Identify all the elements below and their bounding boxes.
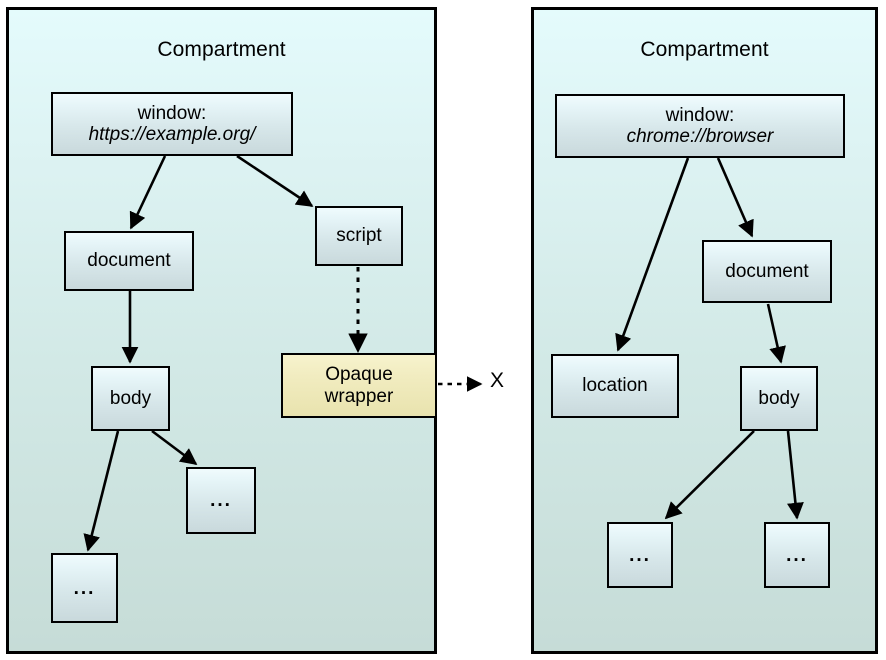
- node-ellipsis-right-1[interactable]: ...: [607, 522, 673, 588]
- compartment-right-title: Compartment: [640, 38, 769, 61]
- node-window-right-line2: chrome://browser: [626, 126, 774, 147]
- node-opaque-wrapper-line2: wrapper: [324, 385, 394, 407]
- node-location-right-label: location: [582, 375, 648, 397]
- cross-compartment-x-marker: X: [490, 369, 505, 392]
- node-document-right-label: document: [725, 260, 809, 282]
- node-ellipsis-left-2-label: ...: [73, 577, 96, 599]
- node-ellipsis-right-1-label: ...: [629, 544, 651, 566]
- node-window-right-line1: window:: [665, 104, 735, 126]
- node-opaque-wrapper[interactable]: Opaque wrapper: [281, 353, 437, 418]
- node-ellipsis-right-2-label: ...: [786, 544, 808, 566]
- node-ellipsis-right-2[interactable]: ...: [764, 522, 830, 588]
- node-script-left-label: script: [336, 225, 382, 247]
- compartment-left-title: Compartment: [157, 38, 286, 61]
- node-body-right[interactable]: body: [740, 366, 818, 431]
- node-document-right[interactable]: document: [702, 240, 832, 303]
- node-window-left-line2: https://example.org/: [88, 124, 256, 145]
- node-ellipsis-left-1-label: ...: [210, 490, 232, 511]
- node-location-right[interactable]: location: [551, 354, 679, 418]
- node-body-left-label: body: [109, 387, 152, 409]
- node-opaque-wrapper-line1: Opaque: [325, 364, 393, 386]
- node-window-left-line1: window:: [137, 102, 207, 124]
- node-body-left[interactable]: body: [91, 366, 170, 431]
- node-body-right-label: body: [758, 387, 800, 409]
- node-window-left[interactable]: window: https://example.org/: [51, 92, 293, 156]
- node-script-left[interactable]: script: [315, 206, 403, 266]
- node-ellipsis-left-1[interactable]: ...: [186, 467, 256, 534]
- node-ellipsis-left-2[interactable]: ...: [51, 553, 118, 623]
- node-document-left-label: document: [87, 250, 171, 272]
- node-window-right[interactable]: window: chrome://browser: [555, 94, 845, 158]
- node-document-left[interactable]: document: [64, 231, 194, 291]
